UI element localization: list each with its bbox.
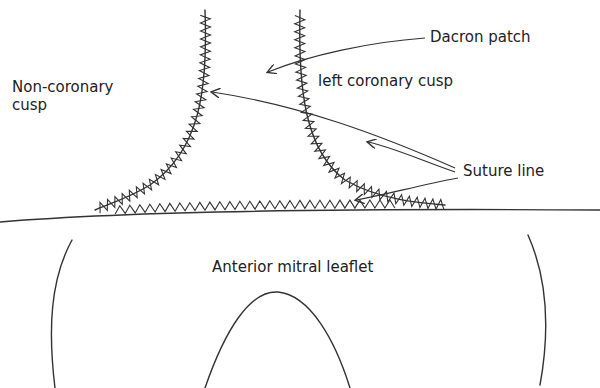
mitral-contour — [205, 292, 350, 388]
suture-zigzag — [100, 15, 211, 213]
cusp-label: left coronary cusp — [318, 72, 453, 90]
cusp-label: Non-coronary cusp — [12, 78, 122, 114]
suture-label: Suture line — [463, 162, 544, 180]
leaflet-label: Anterior mitral leaflet — [212, 258, 373, 276]
suture-stitches — [100, 15, 444, 214]
leader-line — [356, 178, 458, 200]
suture-zigzag — [115, 200, 395, 214]
leader-line — [268, 38, 425, 72]
atrial-wall — [51, 240, 72, 388]
leader-line — [368, 142, 455, 172]
aortic-wall — [300, 10, 445, 205]
annulus-line — [0, 210, 600, 223]
atrial-wall — [528, 235, 546, 385]
leader-line — [212, 92, 455, 168]
patch-label: Dacron patch — [430, 28, 531, 46]
